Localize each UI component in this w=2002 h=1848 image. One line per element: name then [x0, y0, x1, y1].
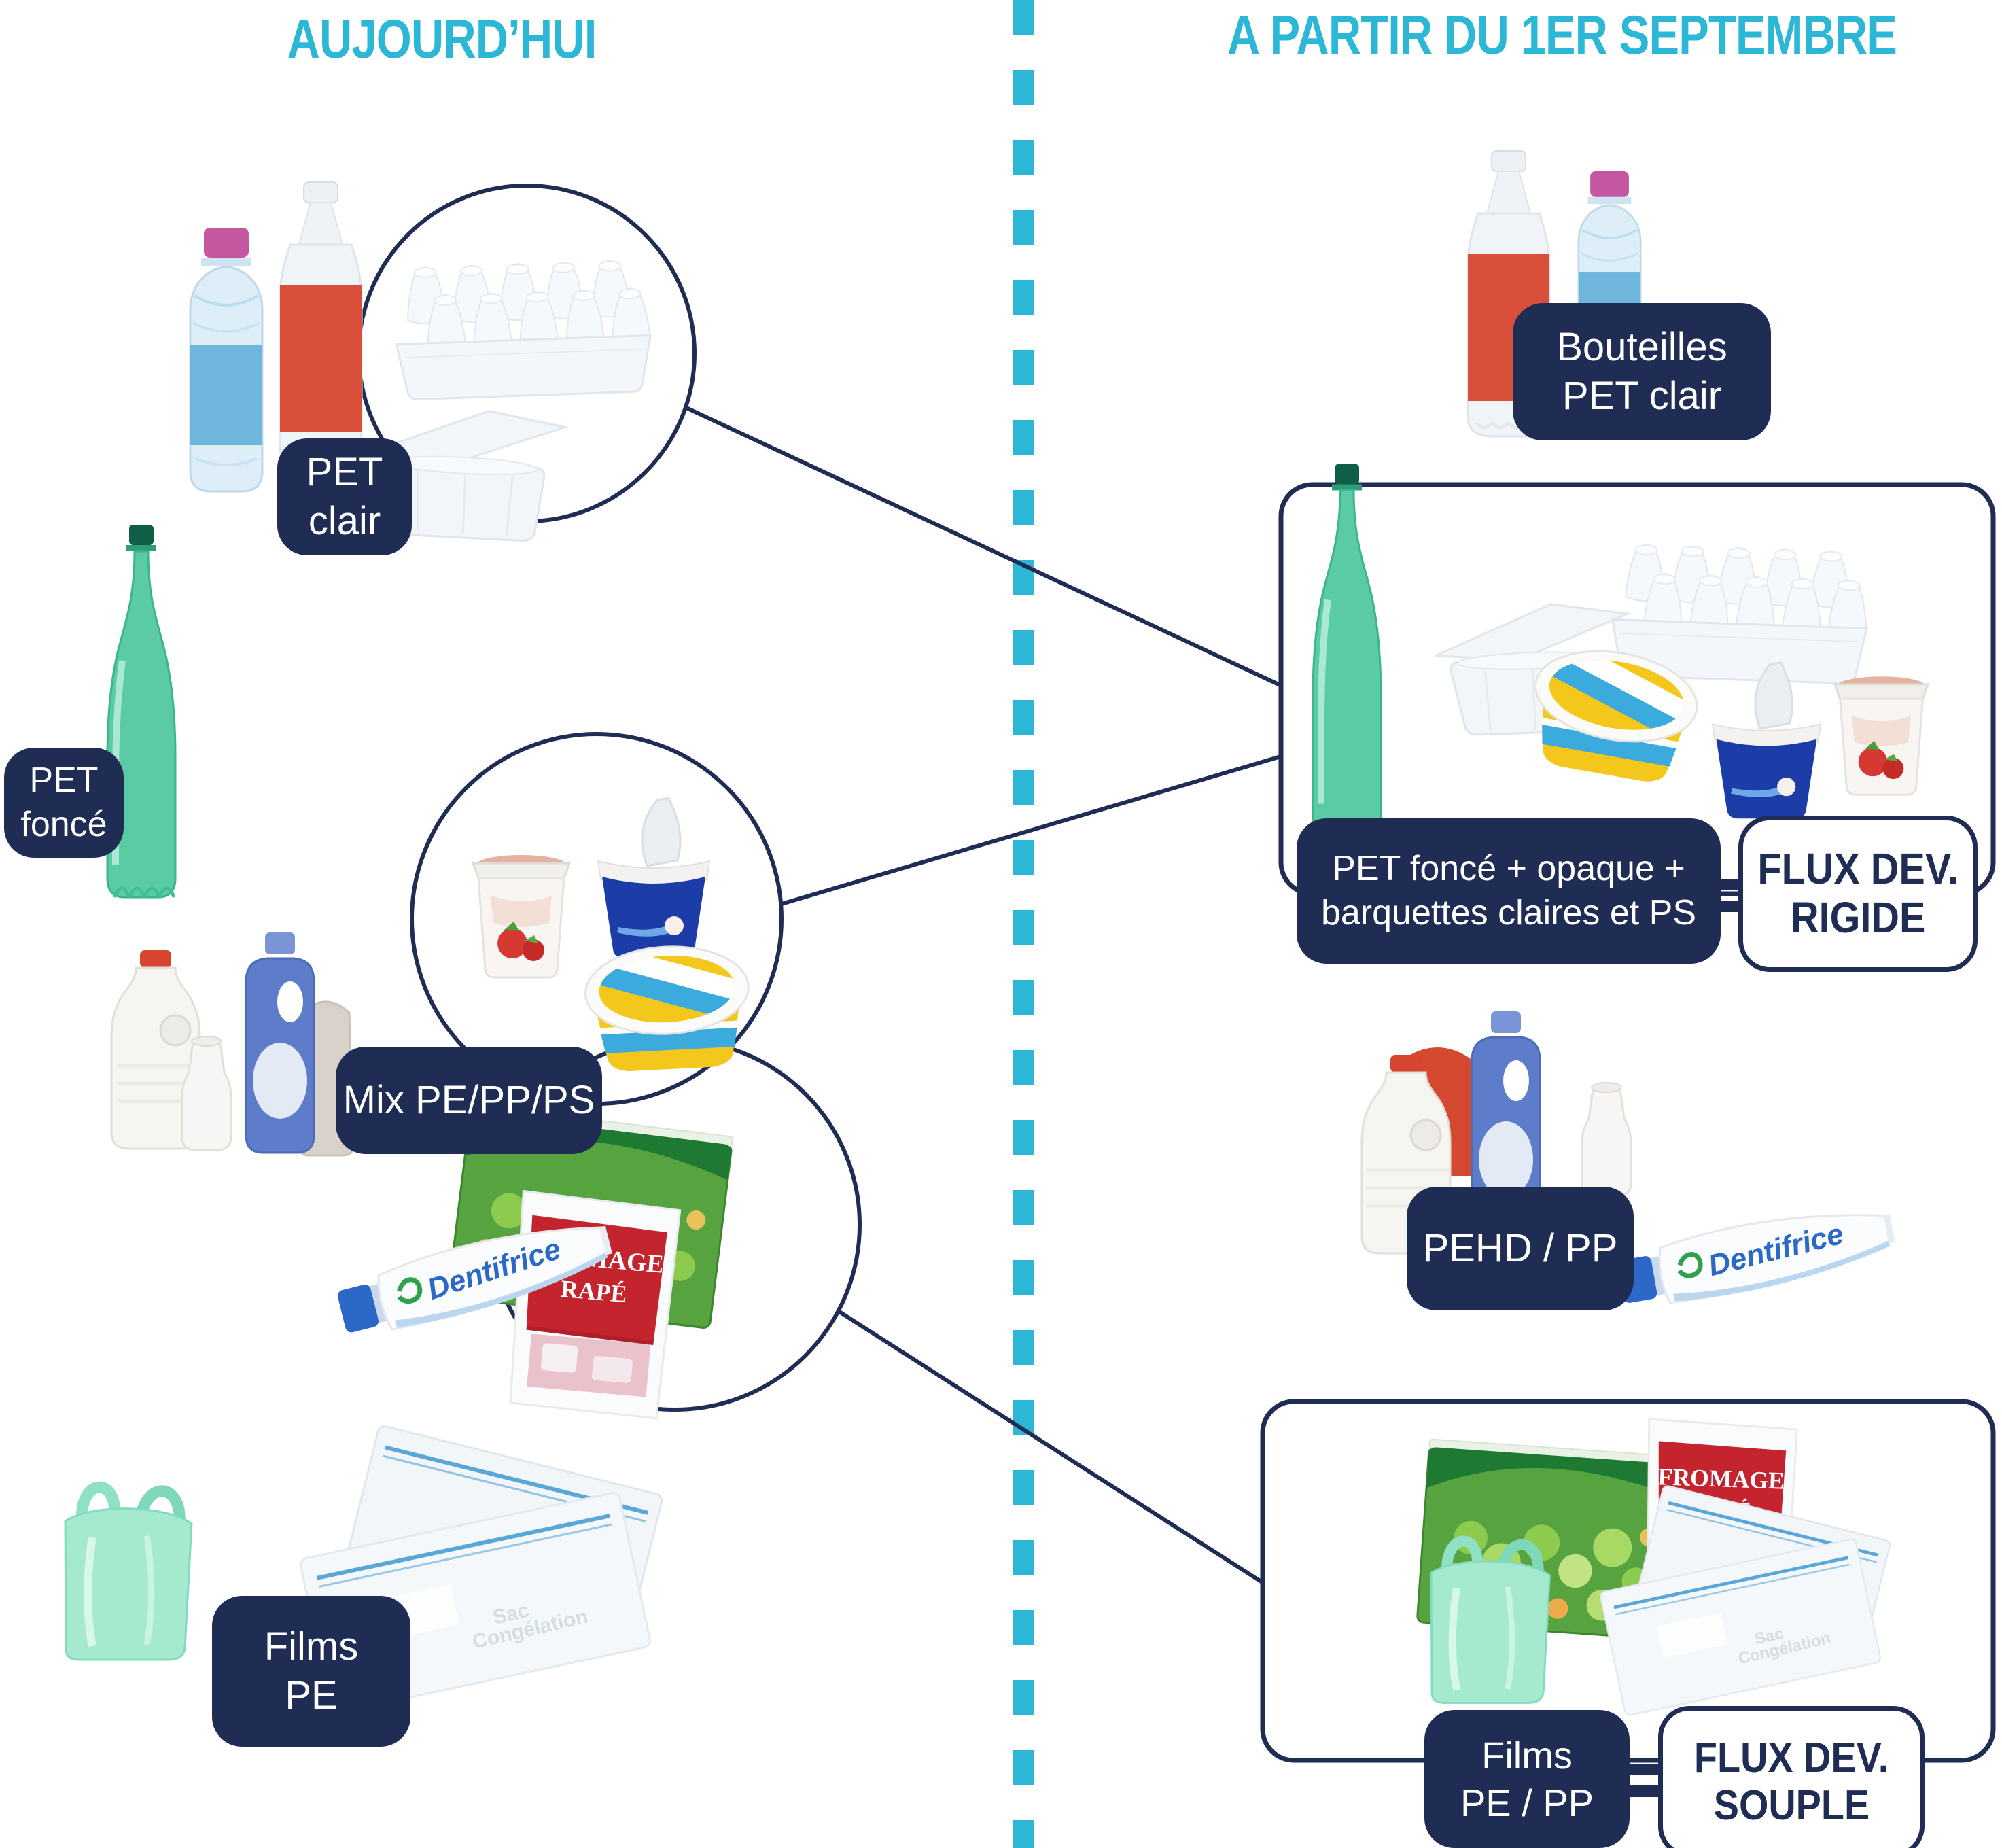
- badge-rigide-line2: RIGIDE: [1790, 893, 1926, 942]
- label-pet-clair-line2: clair: [308, 499, 381, 543]
- label-pet-clair: PET clair: [277, 438, 412, 555]
- green-bottle-right: [1293, 462, 1401, 860]
- label-films-pe-line2: PE: [285, 1673, 338, 1718]
- equals-souple: [1628, 1754, 1659, 1807]
- label-films-pe-pp-line1: Films: [1481, 1733, 1573, 1777]
- zip-bags-right: Sac Congélation: [1577, 1495, 1957, 1699]
- label-pehd-pp: PEHD / PP: [1407, 1187, 1634, 1310]
- label-films-pe-line1: Films: [264, 1624, 359, 1669]
- label-bouteilles-line2: PET clair: [1562, 374, 1722, 418]
- cream-pot-right: [1711, 661, 1822, 820]
- right-column-title: A PARTIR DU 1ER SEPTEMBRE: [1227, 5, 1897, 67]
- label-bouteilles-pet-clair: Bouteilles PET clair: [1513, 303, 1771, 440]
- detergent-bottle-left: [245, 931, 315, 1154]
- left-column-title: AUJOURD’HUI: [287, 9, 597, 71]
- toothpaste-tube-left: Dentifrice: [326, 1183, 635, 1359]
- connector-pet-clair-to-rigide: [685, 406, 1284, 688]
- badge-souple-line2: SOUPLE: [1713, 1781, 1869, 1829]
- label-rigide-line1: PET foncé + opaque +: [1332, 849, 1685, 888]
- badge-flux-dev-souple: FLUX DEV. SOUPLE: [1658, 1706, 1925, 1848]
- badge-flux-dev-rigide: FLUX DEV. RIGIDE: [1738, 816, 1978, 972]
- badge-souple-line1: FLUX DEV.: [1693, 1734, 1889, 1782]
- small-bottle-left: [181, 1035, 232, 1151]
- yogurt-pot-right: [1833, 675, 1929, 796]
- label-pet-fonce-line1: PET: [29, 761, 99, 800]
- label-pehd-line1: PEHD / PP: [1422, 1225, 1618, 1270]
- label-films-pe: Films PE: [212, 1596, 410, 1747]
- label-films-pe-pp-line2: PE / PP: [1460, 1781, 1594, 1824]
- plastic-bag-left: [45, 1456, 208, 1667]
- cream-pot-left: [597, 797, 711, 960]
- label-rigide-line2: barquettes claires et PS: [1320, 893, 1697, 932]
- label-pet-fonce-line2: foncé: [20, 805, 107, 844]
- label-pet-fonce: PET foncé: [4, 748, 124, 858]
- zip-bags-left: Sac Congélation: [270, 1446, 746, 1684]
- connector-films-to-souple: [836, 1308, 1267, 1586]
- badge-rigide-line1: FLUX DEV.: [1757, 844, 1959, 894]
- toothpaste-tube-right: Dentifrice: [1609, 1172, 1915, 1329]
- plastic-bag-right: [1412, 1510, 1565, 1711]
- label-mix-line1: Mix PE/PP/PS: [343, 1077, 595, 1122]
- butter-tub-left: [580, 937, 756, 1085]
- butter-tub-right: [1517, 633, 1708, 800]
- label-bouteilles-line1: Bouteilles: [1556, 324, 1727, 369]
- label-pet-clair-line1: PET: [306, 449, 383, 494]
- label-rigide: PET foncé + opaque + barquettes claires …: [1297, 818, 1721, 964]
- yogurt-pot-left: [472, 854, 571, 979]
- label-films-pe-pp: Films PE / PP: [1424, 1710, 1630, 1848]
- label-mix-pe-pp-ps: Mix PE/PP/PS: [336, 1047, 602, 1154]
- connector-mix-to-rigide: [781, 754, 1284, 906]
- green-bottle-left: [87, 525, 196, 919]
- fromage-text-line2: RAPÉ: [559, 1275, 628, 1308]
